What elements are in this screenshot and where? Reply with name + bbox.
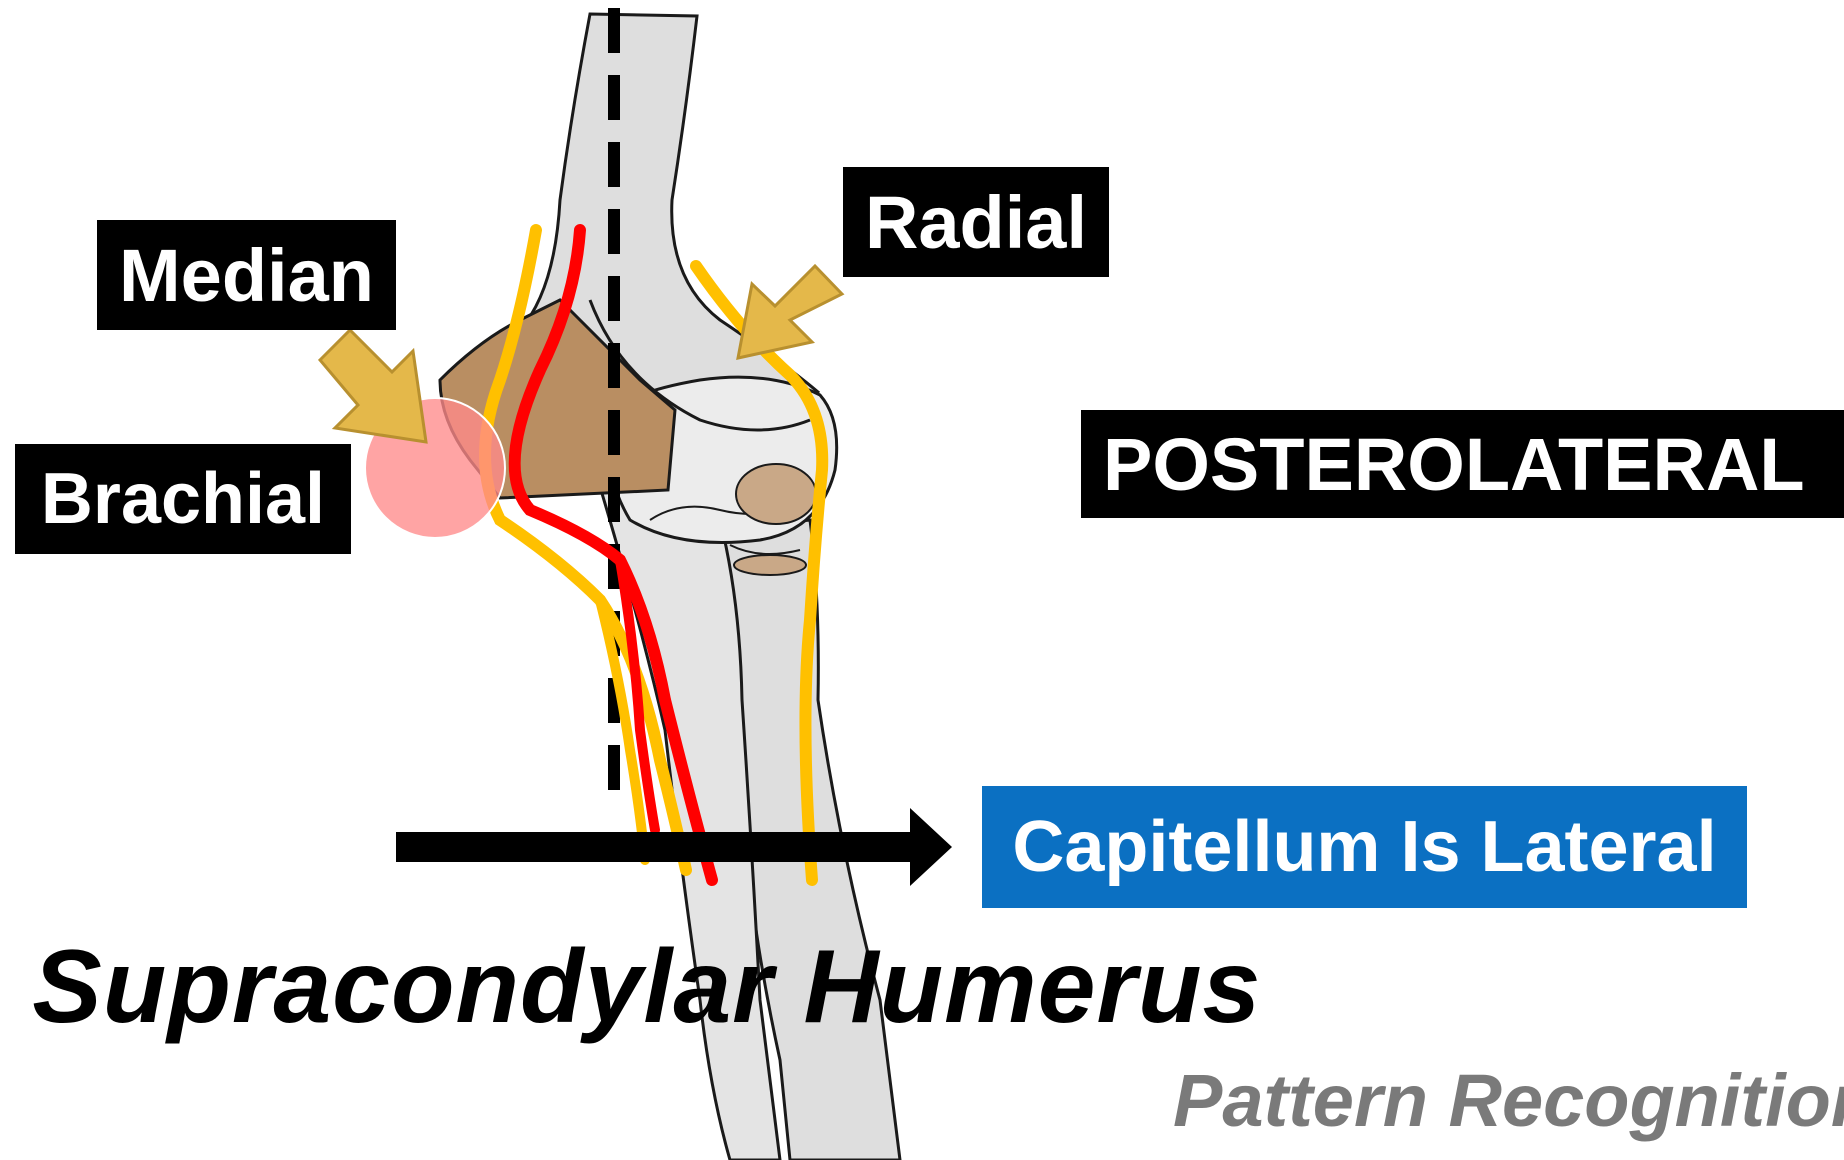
- posterolateral-label: POSTEROLATERAL: [1081, 410, 1844, 518]
- median-label: Median: [97, 220, 396, 330]
- slide-title: n Supracondylar Humerus: [0, 928, 1261, 1047]
- radial-head-ellipse: [734, 555, 806, 575]
- arrow-down-left-icon: [738, 266, 842, 358]
- capitellum-ellipse: [736, 464, 816, 524]
- radial-label: Radial: [843, 167, 1109, 277]
- brachial-label: Brachial: [15, 444, 351, 554]
- arrow-down-right-icon: [320, 330, 426, 442]
- slide-subtitle: Pattern Recognition: [1173, 1058, 1844, 1143]
- capitellum-label: Capitellum Is Lateral: [982, 786, 1747, 908]
